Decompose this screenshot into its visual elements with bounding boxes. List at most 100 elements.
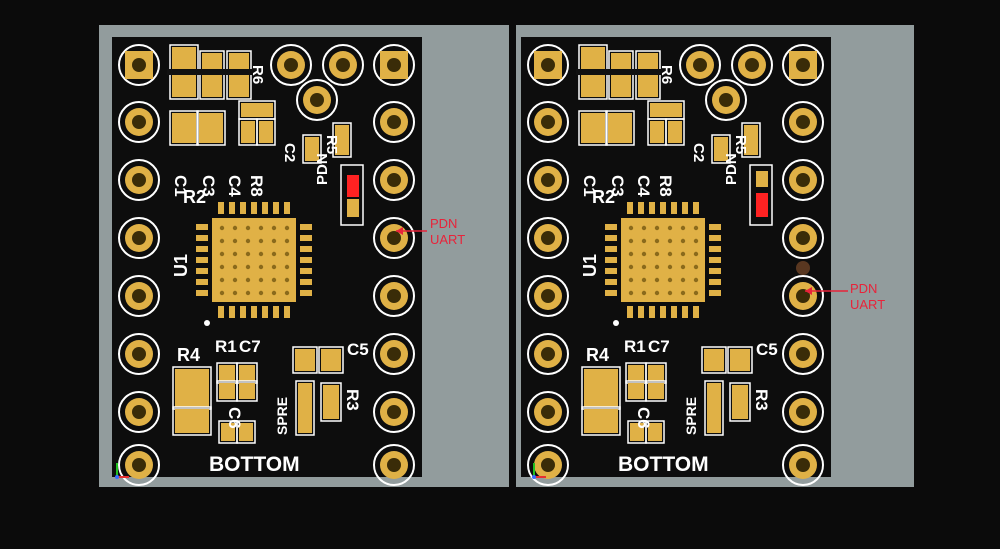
callout-pdn-uart-left: PDN UART (430, 216, 465, 248)
header-left-pad-5-hole (541, 289, 555, 303)
c2-via-pad-ring (705, 79, 747, 121)
spre-pad (298, 383, 312, 433)
r4-pad-top (175, 369, 209, 407)
header-right-pad-6-hole (387, 347, 401, 361)
header-left-pad-4-hole (541, 231, 555, 245)
label-pdn: PDN (723, 153, 740, 185)
u1-via (654, 251, 660, 257)
c5-pad-right-outline (318, 346, 344, 374)
header-right-pad-6-ring (373, 333, 415, 375)
header-left-pad-6-ring (118, 333, 160, 375)
r5-pad (744, 125, 758, 155)
label-r1: R1 (215, 337, 237, 356)
header-right-pad-5-ring (782, 275, 824, 317)
header-left-pad-1-hole (132, 58, 146, 72)
label-u1: U1 (171, 254, 191, 277)
u1-via (232, 251, 238, 257)
label-r3: R3 (343, 389, 362, 411)
label-c2: C2 (281, 143, 298, 162)
header-left-pad-7-hole (132, 405, 146, 419)
c2-pad (714, 137, 728, 161)
u1-pin-bottom (671, 306, 677, 318)
u1-via (219, 264, 225, 270)
header-right-pad-2-hole (796, 115, 810, 129)
header-left-pad-4-hole (132, 231, 146, 245)
header-right-pad-8-hole (387, 458, 401, 472)
c5-pad-left (704, 349, 724, 371)
u1-via (654, 264, 660, 270)
u1-pin1-dot (613, 320, 619, 326)
label-c3: C3 (199, 175, 218, 197)
u1-pin-bottom (262, 306, 268, 318)
u1-pin-left (196, 235, 208, 241)
label-r8: R8 (247, 175, 266, 197)
callout-arrow-head (805, 287, 812, 295)
header-left-pad-3-hole (132, 173, 146, 187)
c1-bottom-pad (172, 113, 196, 143)
u1-via (232, 277, 238, 283)
c2-pad-outline (711, 134, 731, 164)
r4-pad-bottom (584, 409, 618, 433)
u1-via (680, 290, 686, 296)
u1-pin-left (196, 268, 208, 274)
u1-via (628, 225, 634, 231)
header-right-pad-3-ring (373, 159, 415, 201)
label-c3: C3 (608, 175, 627, 197)
c2-pad (305, 137, 319, 161)
top-pad-1-hole (284, 58, 298, 72)
header-left-pad-1-ring (527, 44, 569, 86)
u1-pin-bottom (218, 306, 224, 318)
c4-pad (241, 121, 255, 143)
c1-bottom-pad-outline (169, 110, 199, 146)
u1-via (271, 251, 277, 257)
u1-via (219, 251, 225, 257)
header-left-pad-1-ring (118, 44, 160, 86)
header-right-pad-6-ring (782, 333, 824, 375)
label-c4: C4 (634, 175, 653, 197)
header-right-pad-7-hole (387, 405, 401, 419)
u1-pin-bottom (649, 306, 655, 318)
header-left-pad-7-ring (118, 391, 160, 433)
top-pad-2-hole (336, 58, 350, 72)
u1-pin-right (709, 235, 721, 241)
header-right-pad-2-ring (373, 101, 415, 143)
header-right-pad-8-ring (373, 444, 415, 486)
r6-pad (650, 103, 682, 117)
label-c7: C7 (239, 337, 261, 356)
header-left-pad-6-hole (541, 347, 555, 361)
r6-pad (241, 103, 273, 117)
u1-pin-left (196, 279, 208, 285)
u1-via (245, 251, 251, 257)
u1-via (271, 290, 277, 296)
u1-via (284, 290, 290, 296)
u1-via (232, 264, 238, 270)
u1-via (667, 277, 673, 283)
r4-pad-bottom-outline (172, 406, 212, 436)
label-r4: R4 (177, 345, 200, 365)
header-right-pad-3-hole (387, 173, 401, 187)
u1-pin-bottom (627, 306, 633, 318)
top-pad-2-ring (731, 44, 773, 86)
top-pad-1-ring (679, 44, 721, 86)
u1-via (271, 264, 277, 270)
r3-pad-outline (729, 382, 751, 422)
u1-pin-right (300, 290, 312, 296)
u1-pin-top (240, 202, 246, 214)
label-c5: C5 (756, 340, 778, 359)
header-right-pad-7-ring (782, 391, 824, 433)
label-r5: R5 (323, 135, 340, 154)
header-right-pad-4-ring (373, 217, 415, 259)
header-left-pad-7-ring (527, 391, 569, 433)
c6-pad-right (239, 423, 253, 441)
spre-pad-outline (704, 380, 724, 436)
r4-pad-top (584, 369, 618, 407)
header-left-pad-8-ring (527, 444, 569, 486)
u1-pin-right (300, 246, 312, 252)
r1-pad-top (628, 365, 644, 381)
top-pad-1-ring (270, 44, 312, 86)
u1-via (667, 225, 673, 231)
header-right-pad-1-ring (373, 44, 415, 86)
r4-pad-bottom (175, 409, 209, 433)
